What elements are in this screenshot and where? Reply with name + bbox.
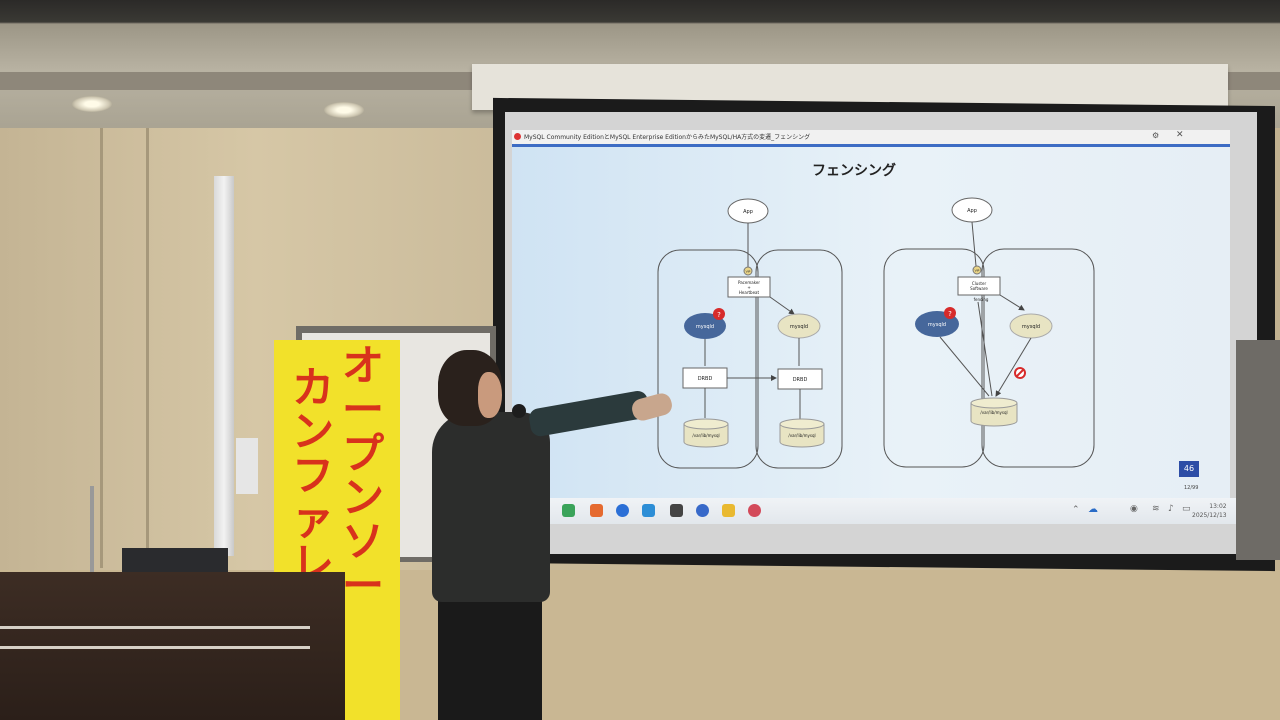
presenter-face <box>478 372 502 418</box>
wifi-icon[interactable]: ≋ <box>1152 504 1160 514</box>
db-primary-label: mysqld <box>696 324 714 330</box>
cluster-software-box <box>957 276 1001 296</box>
laptop <box>122 548 228 574</box>
folder-icon[interactable] <box>722 504 735 517</box>
question-badge <box>713 308 725 320</box>
window-title-bar: MySQL Community EditionとMySQL Enterprise… <box>512 130 1230 147</box>
presenter-torso <box>432 412 550 602</box>
presentation-app-icon[interactable] <box>748 504 761 517</box>
presentation-slide: MySQL Community EditionとMySQL Enterprise… <box>512 130 1230 498</box>
page-number: 46 <box>1179 461 1199 477</box>
storage-left <box>683 418 729 430</box>
app-label: App <box>967 208 977 214</box>
office-icon[interactable] <box>590 504 603 517</box>
shared-storage-label: /var/lib/mysql <box>980 410 1007 415</box>
banner-text-column-1: オープンソー <box>341 341 384 610</box>
clock-time: 13:02 <box>1209 503 1227 510</box>
storage-left-label: /var/lib/mysql <box>692 433 719 438</box>
db-primary-node <box>684 313 726 339</box>
manager-line-2: + <box>747 285 750 290</box>
db-secondary-label: mysqld <box>1022 324 1040 330</box>
question-badge <box>944 307 956 319</box>
app-icon <box>514 133 521 140</box>
manager-line-1: Pacemaker <box>738 280 760 285</box>
taskbar: ⌃ ☁ ◉ ≋ ♪ ▭ 13:02 2025/12/13 <box>532 498 1254 524</box>
vip-node <box>972 265 982 275</box>
vip-label: VIP <box>975 269 980 273</box>
settings-icon[interactable]: ⚙ <box>1152 131 1160 140</box>
shield-icon[interactable]: ◉ <box>1130 504 1138 514</box>
podium-stripe <box>0 646 310 649</box>
volume-icon[interactable]: ♪ <box>1168 504 1174 514</box>
left-node-box <box>883 248 985 468</box>
presenter-legs <box>438 596 542 720</box>
fencing-note: fencing <box>974 297 989 302</box>
1password-icon[interactable] <box>696 504 709 517</box>
app-label: App <box>743 209 753 215</box>
terminal-icon[interactable] <box>670 504 683 517</box>
page-fraction: 12/99 <box>1184 485 1199 491</box>
slide-title: フェンシング <box>812 163 896 179</box>
left-diagram: App VIP Pacemaker + Heartbeat mysqld ? m… <box>657 198 843 469</box>
right-node-box <box>981 248 1095 468</box>
cluster-software-line-1: Cluster <box>972 281 987 286</box>
right-diagram: App VIP Cluster Software fencing mysqld … <box>883 197 1095 468</box>
battery-icon[interactable]: ▭ <box>1182 504 1191 514</box>
cloud-icon[interactable]: ☁ <box>1088 504 1098 515</box>
vip-node <box>743 266 753 276</box>
drbd-left-label: DRBD <box>698 376 713 382</box>
drbd-right-label: DRBD <box>793 377 808 383</box>
left-node-box <box>657 249 759 469</box>
storage-right <box>779 418 825 430</box>
clock-date: 2025/12/13 <box>1192 512 1227 519</box>
vip-label: VIP <box>746 270 751 274</box>
microphone <box>512 404 526 418</box>
fencing-diagram: App VIP Pacemaker + Heartbeat mysqld ? m… <box>657 197 1095 469</box>
right-node-box <box>755 249 843 469</box>
cluster-software-line-2: Software <box>970 286 988 291</box>
question-badge-text: ? <box>948 310 952 318</box>
close-icon[interactable]: ✕ <box>1176 130 1184 140</box>
wall-pole <box>208 176 268 556</box>
wall-seam <box>146 128 149 568</box>
cluster-manager-box <box>727 276 771 298</box>
question-badge-text: ? <box>717 311 721 319</box>
zoom-icon[interactable] <box>616 504 629 517</box>
shared-storage <box>970 397 1018 409</box>
db-primary-label: mysqld <box>928 322 946 328</box>
wall-seam <box>100 128 103 568</box>
mic-stand <box>90 486 94 574</box>
slack-icon[interactable] <box>562 504 575 517</box>
taskbar-clock[interactable]: 13:02 2025/12/13 <box>1192 502 1227 520</box>
manager-line-3: Heartbeat <box>739 290 760 295</box>
chevron-up-icon[interactable]: ⌃ <box>1072 505 1080 515</box>
podium-stripe <box>0 626 310 629</box>
ceiling-light <box>324 102 364 118</box>
vscode-icon[interactable] <box>642 504 655 517</box>
db-secondary-label: mysqld <box>790 324 808 330</box>
window-title: MySQL Community EditionとMySQL Enterprise… <box>524 134 811 141</box>
storage-right-label: /var/lib/mysql <box>788 433 815 438</box>
ceiling-light <box>72 96 112 112</box>
side-board <box>1236 340 1280 560</box>
